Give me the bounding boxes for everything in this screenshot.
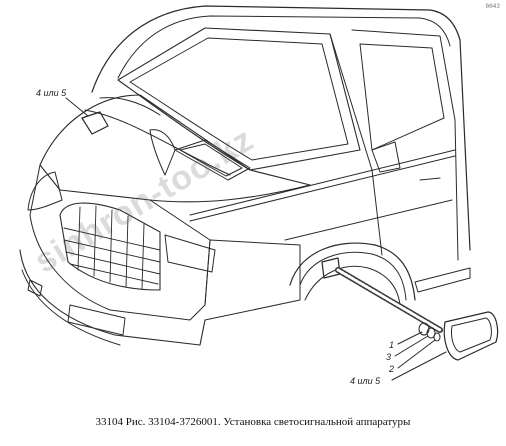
cab-roof-inner [117, 15, 451, 79]
callout-2: 2 [389, 364, 395, 374]
figure-caption: 33104 Рис. 33104-3726001. Установка свет… [95, 416, 411, 428]
page-number: 0043 [485, 3, 500, 10]
bumper [19, 249, 206, 346]
grille-bars [63, 205, 161, 290]
callout-3: 3 [386, 352, 392, 362]
wheel-arch [289, 242, 416, 301]
leader-1 [397, 331, 423, 345]
a-pillar [329, 33, 383, 256]
part-lamp-lens [451, 317, 492, 353]
callout-bottom: 4 или 5 [350, 376, 381, 386]
front-face [29, 164, 211, 321]
wiper-cowl [99, 97, 161, 116]
wheel-well [304, 265, 401, 306]
leader-2 [397, 339, 436, 369]
wheel-arch-inner [299, 251, 407, 301]
side-mirror [371, 141, 401, 173]
license-plate [67, 304, 126, 336]
headlight-left [27, 171, 63, 211]
door-frame [351, 29, 459, 261]
body-stripe-2 [189, 155, 456, 222]
callout-top-left: 4 или 5 [36, 88, 67, 98]
body-stripe [189, 149, 456, 216]
callout-1: 1 [389, 340, 395, 350]
hood-vent-inner [179, 143, 243, 177]
callout-leader-top [65, 97, 89, 117]
leader-4 [391, 351, 447, 381]
mirror-lamp [81, 111, 109, 135]
bumper-lower [21, 269, 121, 346]
fog-light [27, 279, 43, 297]
hood-vent [174, 139, 251, 181]
headlight-right [164, 234, 216, 273]
explode-arrow-core [336, 268, 442, 332]
fender [204, 239, 301, 321]
leader-3 [394, 335, 429, 357]
door-window [359, 43, 445, 151]
cab-roof [91, 5, 471, 251]
side-crease [284, 199, 453, 241]
part-2-gasket [433, 332, 441, 342]
washer-nozzle [149, 129, 176, 176]
door-handle [419, 177, 441, 181]
windshield-inner [129, 37, 349, 161]
grille [59, 202, 161, 291]
part-lamp-body [443, 311, 499, 361]
step [414, 267, 471, 293]
hood [39, 94, 311, 203]
part-3-nut [426, 327, 436, 339]
